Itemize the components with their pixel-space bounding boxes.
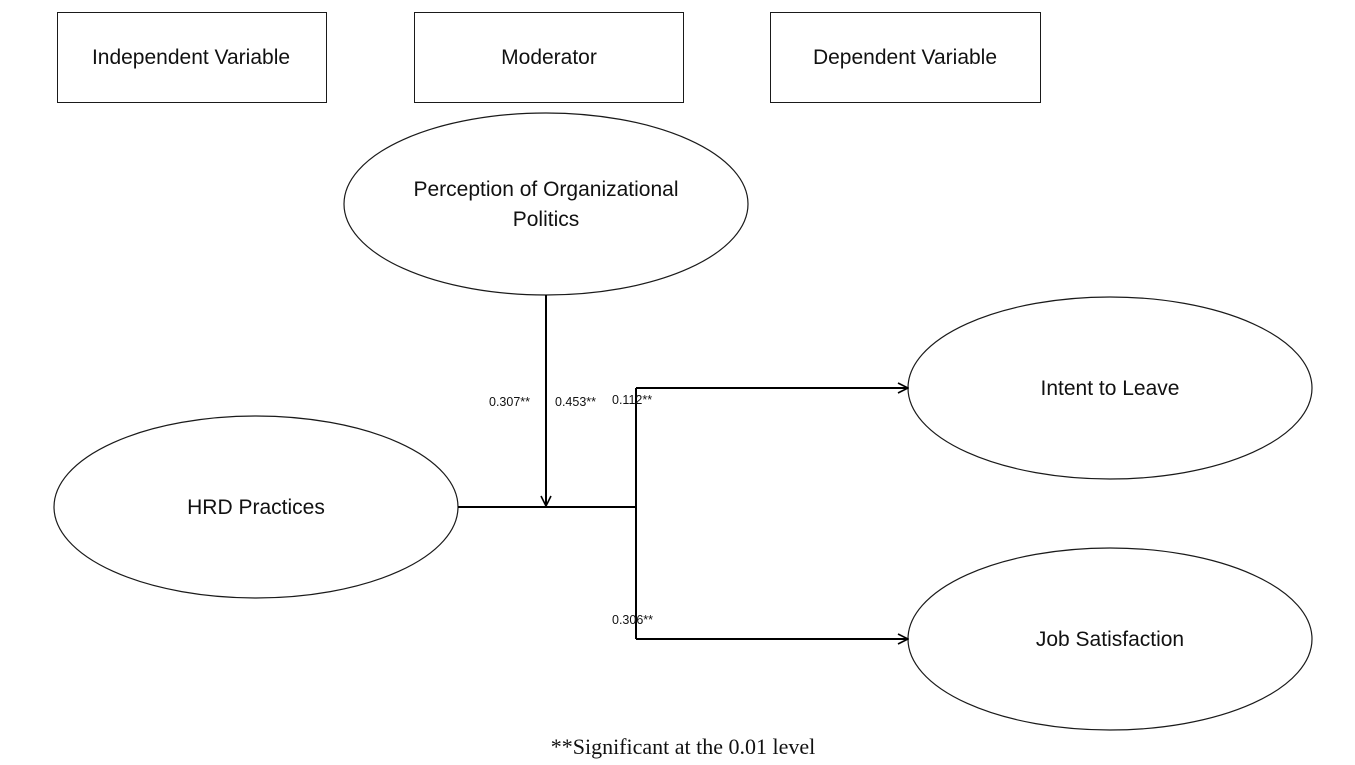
node-intent-to-leave: Intent to Leave	[907, 296, 1313, 480]
header-independent-label: Independent Variable	[92, 46, 290, 69]
node-hrd-practices: HRD Practices	[53, 415, 459, 599]
coefficient-intent-to-leave: 0.112**	[612, 393, 652, 407]
header-moderator: Moderator	[414, 12, 684, 103]
significance-footnote: **Significant at the 0.01 level	[551, 734, 816, 759]
node-perception-of-organizational-politics: Perception of Organizational Politics	[343, 112, 749, 296]
moderator-label-line1: Perception of Organizational	[414, 178, 679, 201]
job-satisfaction-label: Job Satisfaction	[1036, 628, 1184, 651]
moderator-label-line2: Politics	[513, 208, 580, 231]
header-independent-variable: Independent Variable	[57, 12, 327, 103]
header-moderator-label: Moderator	[501, 46, 597, 69]
coefficient-job-satisfaction: 0.306**	[612, 613, 653, 627]
node-job-satisfaction: Job Satisfaction	[907, 547, 1313, 731]
coefficient-interaction: 0.453**	[555, 395, 596, 409]
coefficient-moderator-path: 0.307**	[489, 395, 530, 409]
hrd-practices-label: HRD Practices	[187, 496, 325, 519]
header-dependent-variable: Dependent Variable	[770, 12, 1041, 103]
header-dependent-label: Dependent Variable	[813, 46, 997, 69]
intent-to-leave-label: Intent to Leave	[1041, 377, 1180, 400]
